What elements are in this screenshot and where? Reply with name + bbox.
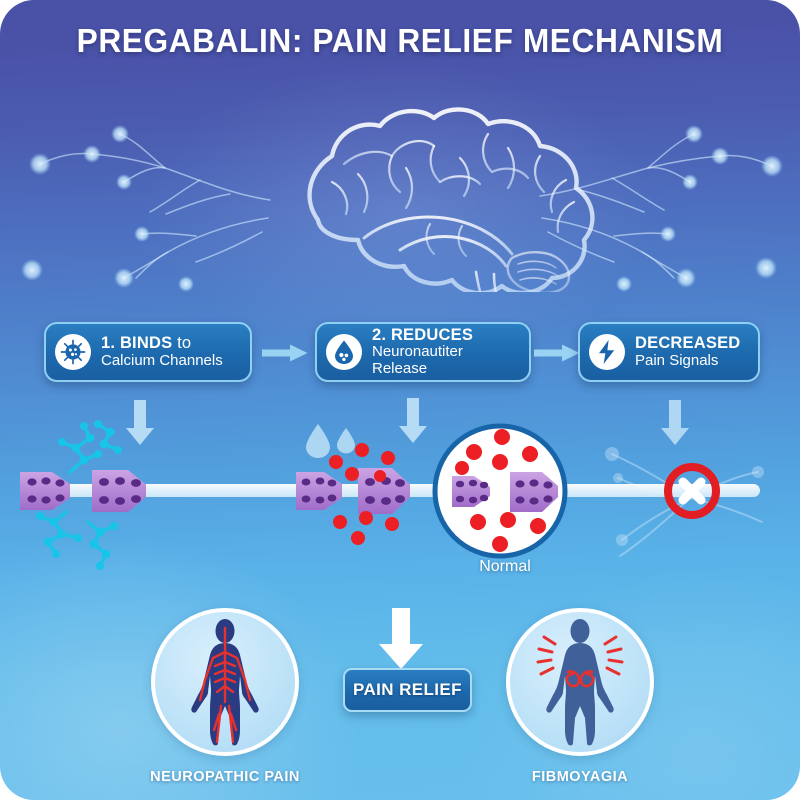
step-2-strong: 2. REDUCES <box>372 325 474 344</box>
condition-fibro-label: FIBMOYAGIA <box>531 769 629 785</box>
nerve-synapse-diagram <box>0 420 800 590</box>
receptor-cell-icon <box>55 334 91 370</box>
page-title: PREGABALIN: PAIN RELIEF MECHANISM <box>76 22 724 59</box>
segment-reduced-release <box>296 424 410 545</box>
right-dendrite-nodes <box>605 447 764 546</box>
segment-binding <box>20 420 146 570</box>
arrow-down-icon-1 <box>125 400 155 446</box>
mechanism-steps: 1. BINDS to Calcium Channels <box>0 322 800 398</box>
nerve-pathways <box>198 626 252 744</box>
arrow-right-icon-2 <box>534 344 580 362</box>
neural-branches-right <box>539 133 773 279</box>
condition-fibromyalgia[interactable]: FIBMOYAGIA <box>480 608 680 785</box>
condition-neuropathic-label: NEUROPATHIC PAIN <box>150 769 300 785</box>
step-2-line2: Neuronautiter Release <box>372 343 463 378</box>
neural-branches-left <box>39 133 271 279</box>
arrow-down-large-icon <box>378 608 424 670</box>
segment-blocked-signal[interactable] <box>664 463 720 519</box>
step-1-strong: 1. BINDS <box>101 334 173 353</box>
brain-outline <box>307 107 595 292</box>
droplet-icon <box>326 334 362 370</box>
molecule-nodes <box>36 420 122 570</box>
condition-neuropathic-pain[interactable]: NEUROPATHIC PAIN <box>125 608 325 785</box>
body-nerves-icon <box>151 608 299 756</box>
arrow-right-icon-1 <box>262 344 308 362</box>
normal-synapse-label: Normal <box>479 558 531 575</box>
brain-neural-network-illustration <box>0 72 800 292</box>
step-box-decreased[interactable]: DECREASED Pain Signals <box>578 322 760 382</box>
step-1-line2: Calcium Channels <box>101 351 223 369</box>
pain-relief-label: PAIN RELIEF <box>353 680 462 699</box>
pain-spiral-icon <box>565 670 595 688</box>
step-3-strong: DECREASED <box>635 334 741 353</box>
step-box-binds[interactable]: 1. BINDS to Calcium Channels <box>44 322 252 382</box>
body-pain-radiating-icon <box>506 608 654 756</box>
step-1-light: to <box>172 334 192 353</box>
lightning-bolt-icon <box>589 334 625 370</box>
pain-radiating-lines <box>536 635 624 676</box>
body-silhouette <box>546 619 614 746</box>
normal-neurotransmitter-dots <box>455 429 546 552</box>
block-x-icon <box>678 477 706 505</box>
pain-relief-badge[interactable]: PAIN RELIEF <box>343 668 472 712</box>
arrow-down-icon-3 <box>660 400 690 446</box>
step-box-reduces[interactable]: 2. REDUCES Neuronautiter Release <box>315 322 531 382</box>
normal-magnifier <box>432 423 568 559</box>
arrow-down-icon-2 <box>398 398 428 444</box>
neural-nodes <box>21 125 783 292</box>
droplet-decorations <box>306 424 355 458</box>
step-3-line2: Pain Signals <box>635 351 719 369</box>
neurotransmitter-dots <box>329 443 399 545</box>
